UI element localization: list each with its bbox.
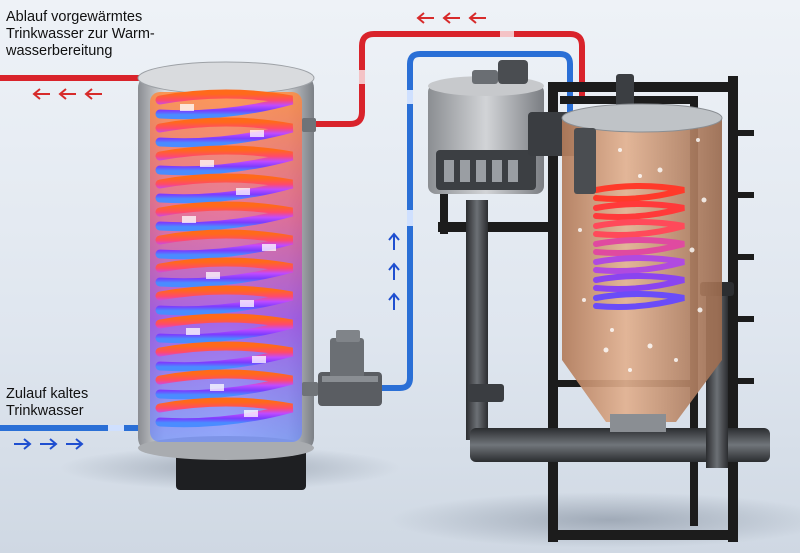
heating-coil bbox=[155, 89, 294, 428]
arrow-up-icon bbox=[388, 232, 400, 310]
cold-inlet-label-line1: Zulauf kaltes bbox=[6, 386, 89, 402]
hot-outlet-label-line1: Ablauf vorgewärmtes bbox=[6, 9, 143, 25]
hot-outlet-label: Ablauf vorgewärmtes Trinkwasser zur Warm… bbox=[6, 9, 155, 60]
hot-water-storage-tank bbox=[137, 61, 318, 490]
arrow-right-icon bbox=[14, 438, 84, 450]
cold-inlet-label-line2: Trinkwasser bbox=[6, 403, 84, 419]
cold-inlet-pipe bbox=[0, 51, 573, 431]
hot-outlet-label-line3: wasserbereitung bbox=[6, 43, 113, 59]
arrow-left-icon bbox=[32, 12, 486, 100]
heat-exchanger-coil bbox=[593, 183, 685, 310]
hot-outlet-label-line2: Trinkwasser zur Warm- bbox=[6, 26, 155, 42]
circulation-pump bbox=[318, 330, 382, 406]
wastewater-tank bbox=[561, 103, 723, 432]
cold-inlet-label: Zulauf kaltes Trinkwasser bbox=[6, 386, 88, 420]
oil-separator-unit bbox=[428, 60, 588, 194]
